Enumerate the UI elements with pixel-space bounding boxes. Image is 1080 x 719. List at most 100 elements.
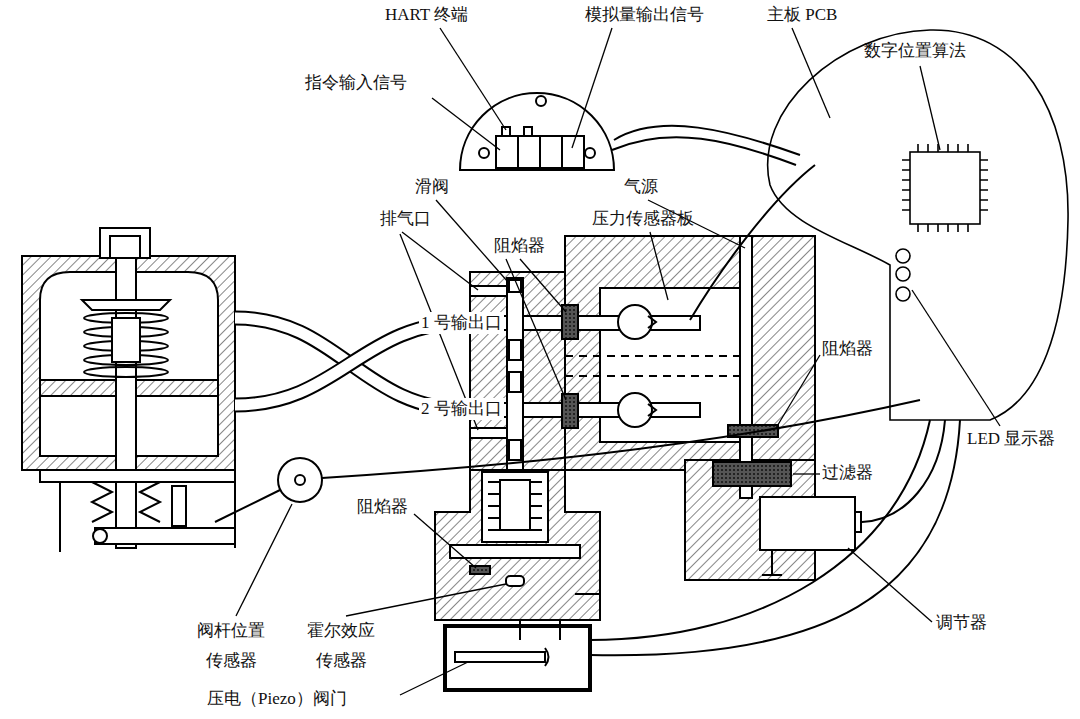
illustration-part: [848, 548, 932, 622]
illustration-part: [455, 652, 545, 662]
callout-label: 压电（Piezo）阀门: [205, 688, 349, 710]
illustration-part: [278, 458, 322, 502]
illustration-part: [565, 375, 740, 377]
callout-label: 阀杆位置 传感器: [188, 616, 274, 676]
illustration-part: [618, 305, 652, 339]
illustration-part: [346, 584, 506, 616]
callout-label: 2 号输出口: [419, 398, 504, 420]
illustration-part: [520, 620, 560, 640]
illustration-part: [95, 528, 235, 544]
illustration-part: [562, 136, 584, 168]
illustration-part: [565, 236, 815, 470]
illustration-part: [793, 473, 820, 474]
callout-label: 主板 PCB: [765, 4, 839, 26]
illustration-part: [445, 626, 590, 690]
illustration-part: [518, 136, 540, 168]
illustration-part: [760, 497, 855, 550]
illustration-part: [40, 470, 235, 482]
illustration-part: [92, 482, 160, 522]
illustration-part: [565, 355, 740, 357]
callout-label: 排气口: [378, 208, 433, 230]
illustration-part: [470, 316, 700, 330]
illustration-part: [896, 249, 910, 263]
illustration-part: [502, 127, 510, 136]
illustration-part: [84, 367, 168, 377]
callout-label: 压力传感器板: [590, 208, 696, 230]
illustration-part: [400, 662, 468, 695]
callout-label: 1 号输出口: [419, 312, 504, 334]
illustration-part: [575, 593, 600, 595]
illustration-part: [110, 236, 140, 258]
main-pcb: [768, 30, 1068, 420]
illustration-part: [612, 137, 796, 165]
illustration-part: [506, 576, 524, 586]
illustration-part: [479, 148, 489, 158]
callout-label: 模拟量输出信号: [583, 4, 706, 26]
callout-label: HART 终端: [383, 4, 470, 26]
illustration-part: [235, 322, 470, 405]
illustration-part: [500, 480, 530, 530]
illustration-part: [509, 372, 521, 392]
callout-label: 气源: [622, 176, 660, 198]
illustration-part: [440, 28, 506, 130]
callout-label: 数字位置算法: [862, 40, 968, 62]
illustration-part: [82, 300, 170, 310]
callout-label: 霍尔效应 传感器: [298, 616, 384, 676]
callout-label: 过滤器: [820, 462, 875, 484]
illustration-part: [740, 236, 752, 498]
illustration-part: [862, 420, 945, 522]
illustration-part: [562, 394, 578, 428]
callout-label: 阻焰器: [820, 338, 875, 360]
illustration-part: [650, 232, 668, 300]
illustration-part: [432, 98, 500, 150]
callout-label: 调节器: [934, 612, 989, 634]
pilot-block: [435, 470, 600, 690]
illustration-part: [590, 420, 960, 655]
illustration-part: [768, 30, 1068, 420]
callout-label: 滑阀: [413, 176, 451, 198]
callout-label: 指令输入信号: [303, 72, 409, 94]
illustration-part: [235, 322, 470, 405]
illustration-part: [648, 316, 656, 416]
illustration-part: [509, 340, 521, 360]
illustration-part: [402, 232, 478, 290]
leader-lines: [236, 28, 1000, 695]
illustration-part: [470, 403, 700, 417]
illustration-part: [896, 287, 910, 301]
illustration-part: [509, 440, 521, 460]
illustration-part: [545, 648, 549, 666]
terminal-block: [460, 93, 614, 170]
illustration-part: [496, 136, 518, 168]
callout-label: 阻焰器: [355, 496, 410, 518]
illustration-part: [295, 475, 305, 485]
illustration-part: [236, 504, 292, 616]
illustration-part: [920, 66, 940, 150]
illustration-part: [590, 420, 930, 640]
wires: [322, 126, 960, 655]
illustration-part: [450, 545, 580, 558]
illustration-part: [60, 482, 235, 552]
illustration-part: [690, 165, 815, 320]
illustration-part: [536, 96, 546, 106]
illustration-part: [470, 566, 490, 574]
illustration-part: [100, 228, 150, 258]
actuator: [22, 228, 322, 552]
illustration-part: [112, 318, 140, 362]
illustration-part: [460, 93, 614, 170]
illustration-part: [792, 28, 830, 118]
illustration-part: [776, 355, 820, 428]
callout-label: 阻焰器: [492, 235, 547, 257]
illustration-part: [215, 490, 280, 522]
illustration-part: [93, 529, 107, 543]
illustration-part: [506, 259, 566, 400]
illustration-part: [585, 148, 595, 158]
illustration-part: [896, 267, 910, 281]
illustration-part: [618, 393, 652, 427]
illustration-part: [507, 278, 523, 478]
illustration-part: [435, 470, 600, 620]
illustration-part: [520, 259, 566, 312]
illustration-part: [910, 152, 980, 224]
illustration-part: [172, 486, 186, 526]
